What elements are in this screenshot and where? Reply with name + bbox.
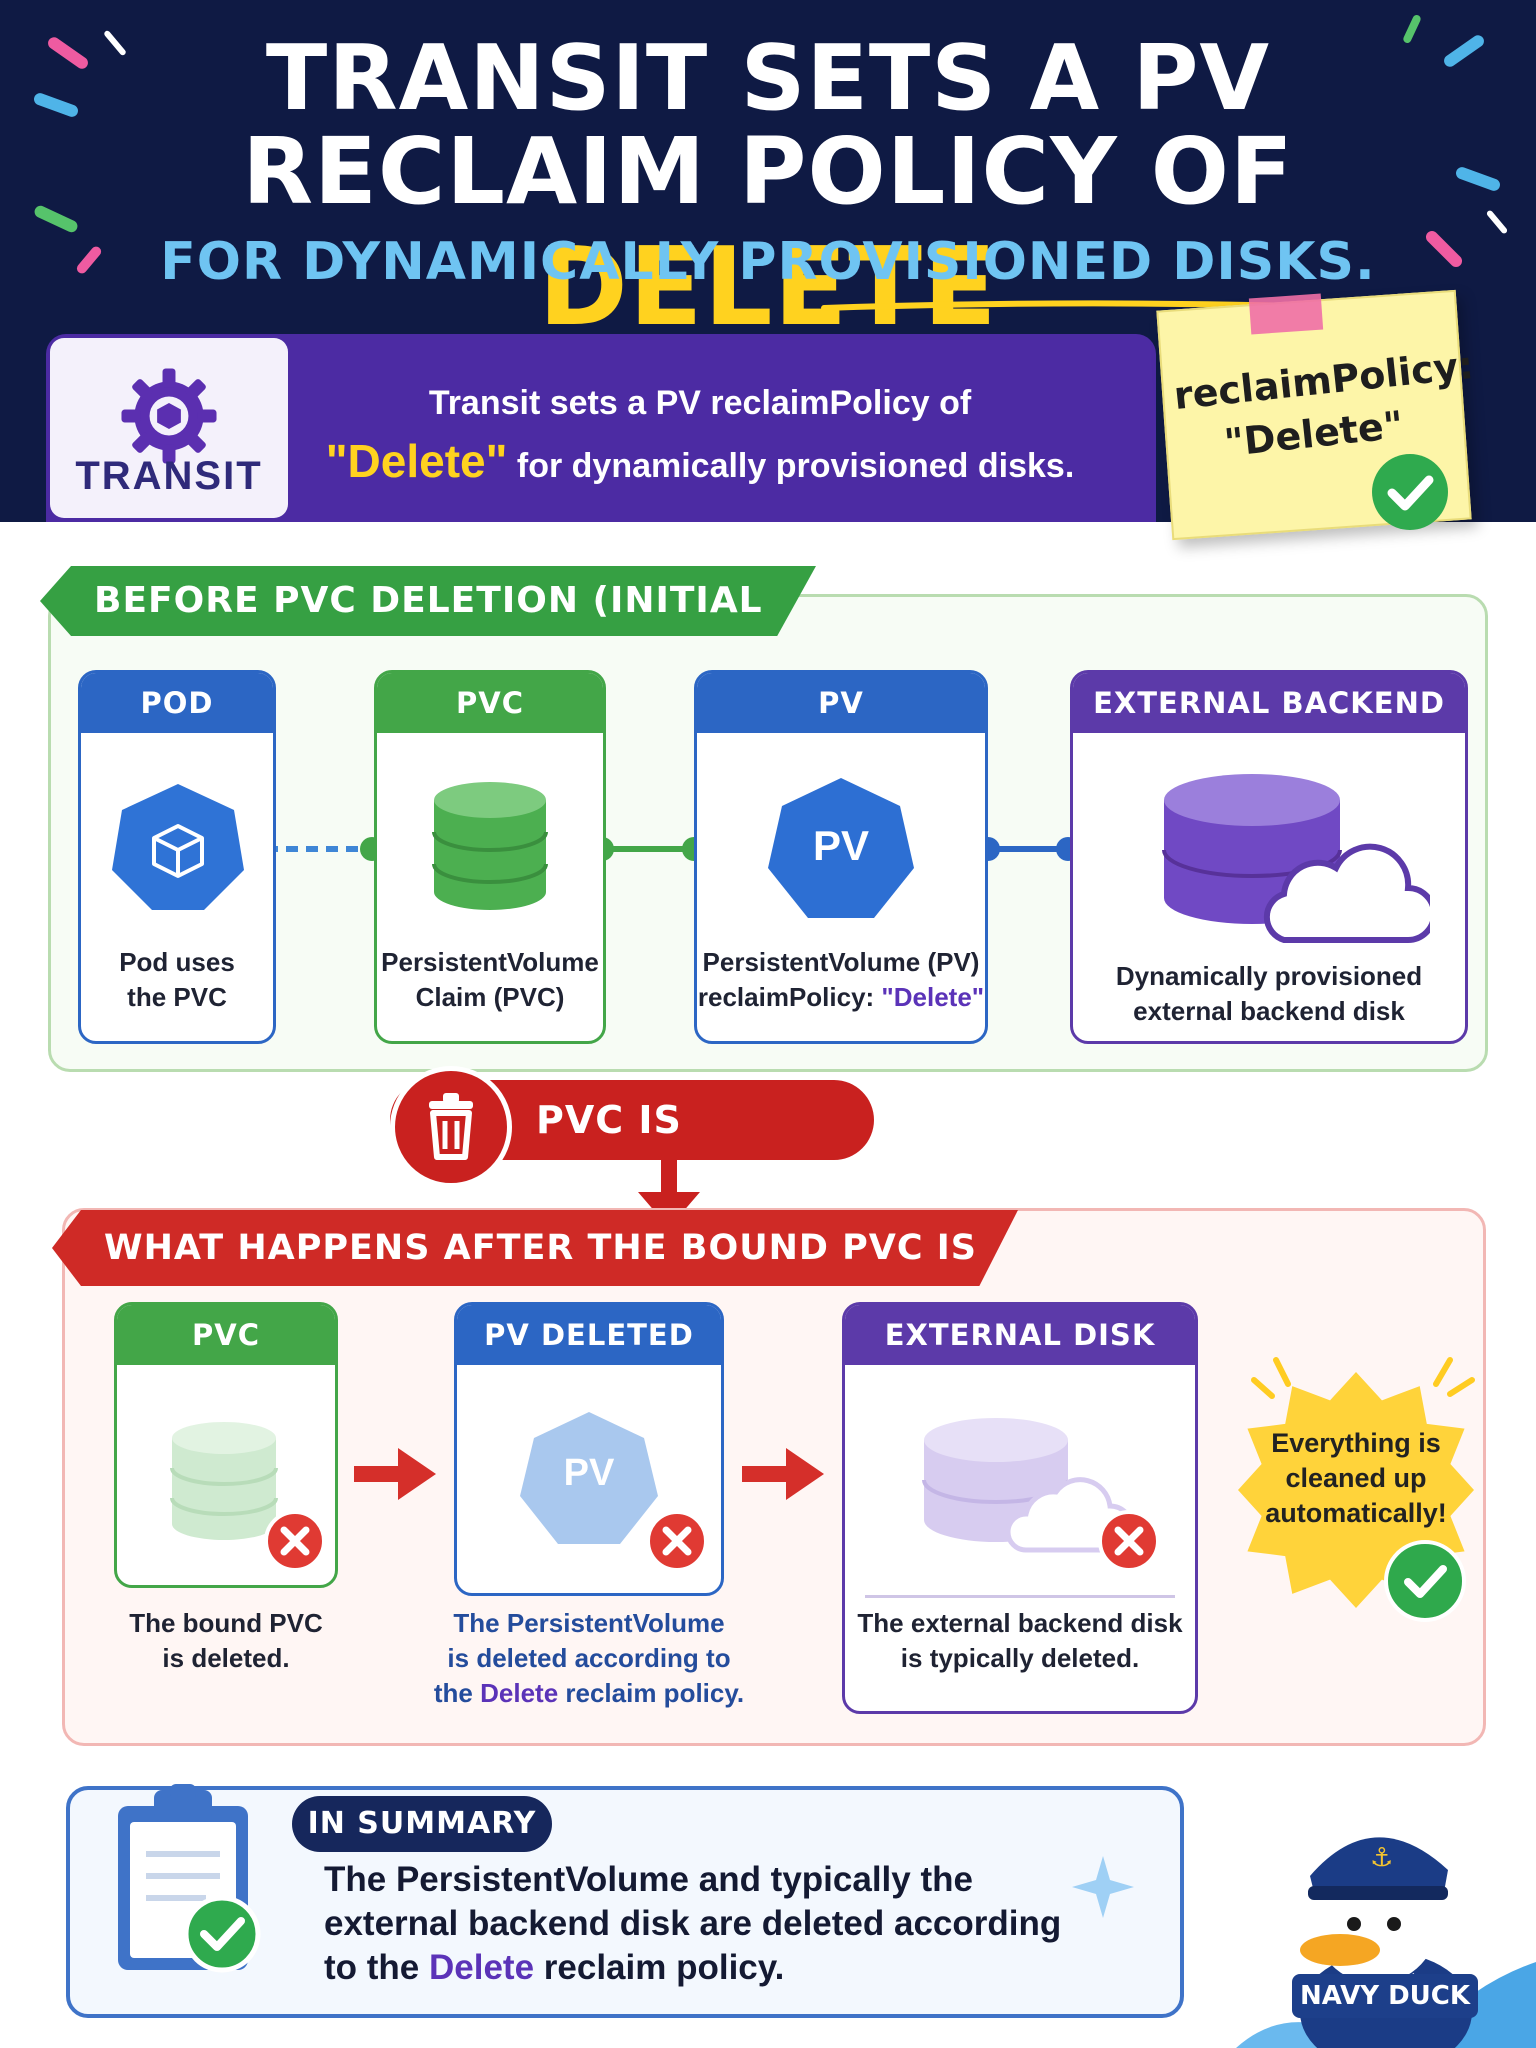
summary-line1: The PersistentVolume and typically the: [324, 1860, 973, 1899]
pv-deleted-line3-prefix: the: [433, 1678, 481, 1708]
pv-policy-value: "Delete": [881, 982, 985, 1012]
after-section-tag: WHAT HAPPENS AFTER THE BOUND PVC IS DELE…: [52, 1210, 1018, 1286]
pod-card-title: POD: [81, 673, 273, 733]
checkmark-icon: [1372, 454, 1448, 530]
pod-card-line2: the PVC: [127, 982, 227, 1012]
faded-database-icon: [170, 1422, 278, 1540]
external-disk-card-text: Dynamically provisioned external backend…: [1073, 959, 1465, 1029]
summary-pill: IN SUMMARY: [292, 1796, 552, 1852]
pod-hexagon-icon: [112, 784, 244, 910]
banner-quote: "Delete": [325, 435, 508, 487]
external-disk-card: EXTERNAL BACKEND DISK Dynamically provis…: [1070, 670, 1468, 1044]
pvc-card: PVC PersistentVolume Claim (PVC): [374, 670, 606, 1044]
navy-duck-badge: NAVY DUCK: [1292, 1974, 1478, 2018]
pvc-card-title: PVC: [377, 673, 603, 733]
cleanup-message: Everything is cleaned up automatically!: [1250, 1426, 1462, 1531]
pvc-deleted-line2: is deleted.: [162, 1643, 290, 1673]
transit-logo-text: TRANSIT: [75, 454, 263, 498]
page-title-line2: RECLAIM POLICY OF DELETE: [0, 118, 1536, 350]
external-disk-deleted-text: The external backend disk is typically d…: [842, 1606, 1198, 1676]
sparkle-decoration: [1251, 1357, 1475, 1399]
cleanup-line2: cleaned up: [1285, 1463, 1427, 1493]
banner-line2-rest: for dynamically provisioned disks.: [507, 447, 1075, 485]
external-disk-deleted-line1: The external backend disk: [857, 1608, 1183, 1638]
arrow-right-icon: [742, 1448, 824, 1500]
pvc-deleted-text: The bound PVC is deleted.: [114, 1606, 338, 1676]
summary-line3: to the Delete reclaim policy.: [324, 1946, 1124, 1990]
cleanup-line3: automatically!: [1265, 1498, 1447, 1528]
pv-deleted-text: The PersistentVolume is deleted accordin…: [424, 1606, 754, 1711]
pvc-database-icon: [432, 782, 548, 910]
checkmark-icon: [1384, 1540, 1466, 1622]
sparkle-icon: [1072, 1856, 1134, 1918]
pvc-deleted-card-title: PVC DELETED: [117, 1305, 335, 1412]
banner-line1: Transit sets a PV reclaimPolicy of: [428, 384, 972, 422]
close-icon: [264, 1510, 326, 1572]
title-highlight: DELETE: [538, 225, 998, 350]
svg-text:⚓: ⚓: [1370, 1843, 1393, 1873]
external-disk-deleted-title: EXTERNAL DISK DELETED: [845, 1305, 1195, 1412]
pv-deleted-card-title: PV DELETED: [457, 1305, 721, 1365]
pv-policy-label: reclaimPolicy:: [697, 982, 882, 1012]
pv-deleted-line3: the Delete reclaim policy.: [424, 1676, 754, 1711]
pv-card-line2: reclaimPolicy: "Delete": [697, 980, 985, 1015]
summary-box: [66, 1786, 1184, 2018]
pv-deleted-line3-rest: reclaim policy.: [558, 1678, 745, 1708]
external-disk-deleted-card: EXTERNAL DISK DELETED: [842, 1302, 1198, 1714]
divider: [865, 1595, 1175, 1598]
pv-deleted-line1: The PersistentVolume: [453, 1608, 725, 1638]
external-disk-line2: external backend disk: [1133, 996, 1405, 1026]
banner-text: Transit sets a PV reclaimPolicy of "Dele…: [300, 374, 1100, 495]
pv-heptagon-icon: [768, 778, 914, 918]
pv-card-line1: PersistentVolume (PV): [702, 947, 980, 977]
title-prefix: RECLAIM POLICY OF: [242, 118, 1294, 225]
pvc-card-line1: PersistentVolume: [381, 947, 599, 977]
tape-decoration: [1248, 293, 1324, 335]
pv-card-title: PV: [697, 673, 985, 733]
before-section-tag: BEFORE PVC DELETION (INITIAL STATE): [40, 566, 816, 636]
summary-text: The PersistentVolume and typically the e…: [324, 1858, 1124, 1990]
pv-icon-label: PV: [812, 822, 870, 869]
pvc-deleted-line1: The bound PVC: [129, 1608, 323, 1638]
summary-line2: external backend disk are deleted accord…: [324, 1904, 1062, 1943]
pv-card-text: PersistentVolume (PV) reclaimPolicy: "De…: [697, 945, 985, 1015]
gear-logo-icon: [121, 368, 217, 464]
pv-deleted-line2: is deleted according to: [447, 1643, 731, 1673]
banner-line2: "Delete" for dynamically provisioned dis…: [300, 432, 1100, 495]
external-disk-deleted-line2: is typically deleted.: [900, 1643, 1140, 1673]
disk-cloud-icon: [1162, 774, 1430, 943]
faded-pv-icon: [520, 1412, 658, 1544]
pvc-card-text: PersistentVolume Claim (PVC): [377, 945, 603, 1015]
pv-deleted-delete-word: Delete: [480, 1678, 559, 1708]
summary-delete-word: Delete: [428, 1948, 535, 1987]
clipboard-icon: [118, 1784, 261, 1973]
pvc-card-line2: Claim (PVC): [415, 982, 565, 1012]
external-disk-card-title: EXTERNAL BACKEND DISK: [1073, 673, 1465, 780]
external-disk-line1: Dynamically provisioned: [1115, 961, 1423, 991]
faded-pv-label: PV: [563, 1452, 615, 1494]
page-title-line1: TRANSIT SETS A PV: [265, 26, 1271, 131]
pod-card-line1: Pod uses: [119, 947, 235, 977]
close-icon: [1098, 1510, 1160, 1572]
arrow-right-icon: [354, 1448, 436, 1500]
summary-line3-prefix: to the: [324, 1948, 429, 1987]
cleanup-line1: Everything is: [1271, 1428, 1441, 1458]
summary-line3-rest: reclaim policy.: [534, 1948, 785, 1987]
close-icon: [646, 1510, 708, 1572]
trash-icon: [390, 1066, 512, 1188]
pod-card-text: Pod uses the PVC: [81, 945, 273, 1015]
pvc-deleted-label: PVC IS DELETED: [536, 1098, 735, 1222]
page-subtitle: FOR DYNAMICALLY PROVISIONED DISKS.: [160, 232, 1376, 292]
